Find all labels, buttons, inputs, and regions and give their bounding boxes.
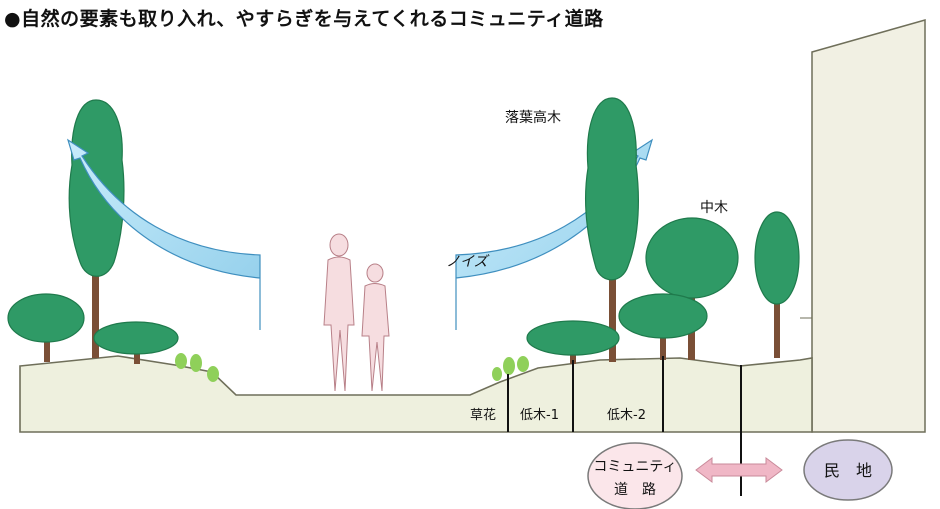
left-round-tree bbox=[7, 293, 85, 362]
shrub-2-label: 低木-2 bbox=[607, 408, 646, 423]
right-noise-arrow bbox=[455, 138, 654, 330]
tall-tree-label: 落葉高木 bbox=[505, 109, 561, 126]
left-noise-arrow bbox=[66, 138, 261, 330]
flowers-label: 草花 bbox=[470, 407, 496, 423]
ground-cross-section bbox=[19, 355, 813, 433]
child-person bbox=[361, 263, 390, 392]
private-land-label: 民 地 bbox=[824, 461, 872, 480]
community-road-line1: コミュニティ bbox=[593, 459, 676, 475]
shrub-1-tree bbox=[526, 320, 620, 364]
community-road-badge: コミュニティ 道 路 bbox=[587, 442, 683, 509]
right-tall-tree bbox=[584, 97, 639, 362]
shrub-1-label: 低木-1 bbox=[520, 408, 559, 423]
community-road-line2: 道 路 bbox=[614, 482, 656, 498]
shrub-2-tree bbox=[618, 293, 708, 360]
left-grass bbox=[175, 353, 219, 382]
right-grass bbox=[492, 356, 529, 381]
medium-tree-label: 中木 bbox=[700, 200, 728, 216]
adult-person bbox=[323, 233, 355, 392]
building bbox=[811, 19, 926, 433]
noise-label: ノイズ bbox=[446, 254, 490, 270]
right-narrow-tree bbox=[754, 211, 800, 358]
medium-tree bbox=[645, 217, 739, 360]
page-title: ●自然の要素も取り入れ、やすらぎを与えてくれるコミュニティ道路 bbox=[4, 8, 604, 30]
left-low-shrub-tree bbox=[93, 321, 179, 364]
private-land-badge: 民 地 bbox=[803, 439, 893, 501]
double-arrow-icon bbox=[695, 457, 783, 483]
